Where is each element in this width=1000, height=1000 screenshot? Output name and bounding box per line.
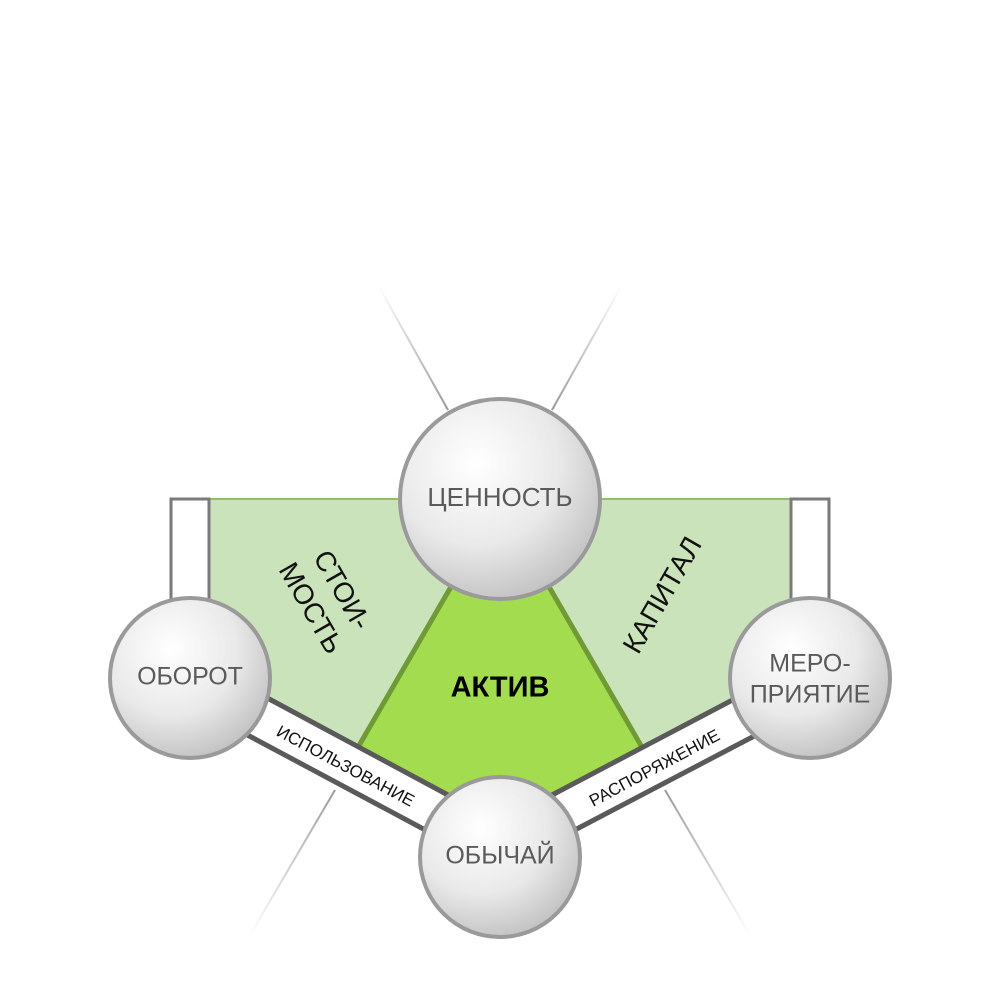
guide-line-bottom-left — [249, 789, 336, 936]
guide-line-top-right — [551, 284, 623, 411]
node-custom-circle — [418, 775, 582, 939]
center-label-asset: АКТИВ — [451, 672, 550, 704]
node-value-label: ЦЕННОСТЬ — [427, 482, 572, 512]
guide-line-top-left — [377, 284, 449, 411]
node-custom: ОБЫЧАЙ — [418, 775, 582, 939]
side-bands — [169, 497, 831, 611]
node-measure-label-line1: МЕРО- — [769, 650, 850, 678]
node-turnover-label: ОБОРОТ — [137, 663, 243, 691]
left-vertical-band — [169, 497, 211, 611]
node-value: ЦЕННОСТЬ — [398, 397, 602, 601]
guide-line-bottom-right — [664, 789, 751, 936]
node-measure-circle — [728, 596, 892, 760]
node-custom-label: ОБЫЧАЙ — [445, 840, 554, 870]
node-measure: МЕРО- ПРИЯТИЕ — [728, 596, 892, 760]
node-turnover: ОБОРОТ — [108, 596, 272, 760]
node-measure-label-line2: ПРИЯТИЕ — [750, 681, 871, 709]
node-turnover-circle — [108, 596, 272, 760]
node-value-circle — [398, 397, 602, 601]
right-vertical-band — [789, 497, 831, 611]
